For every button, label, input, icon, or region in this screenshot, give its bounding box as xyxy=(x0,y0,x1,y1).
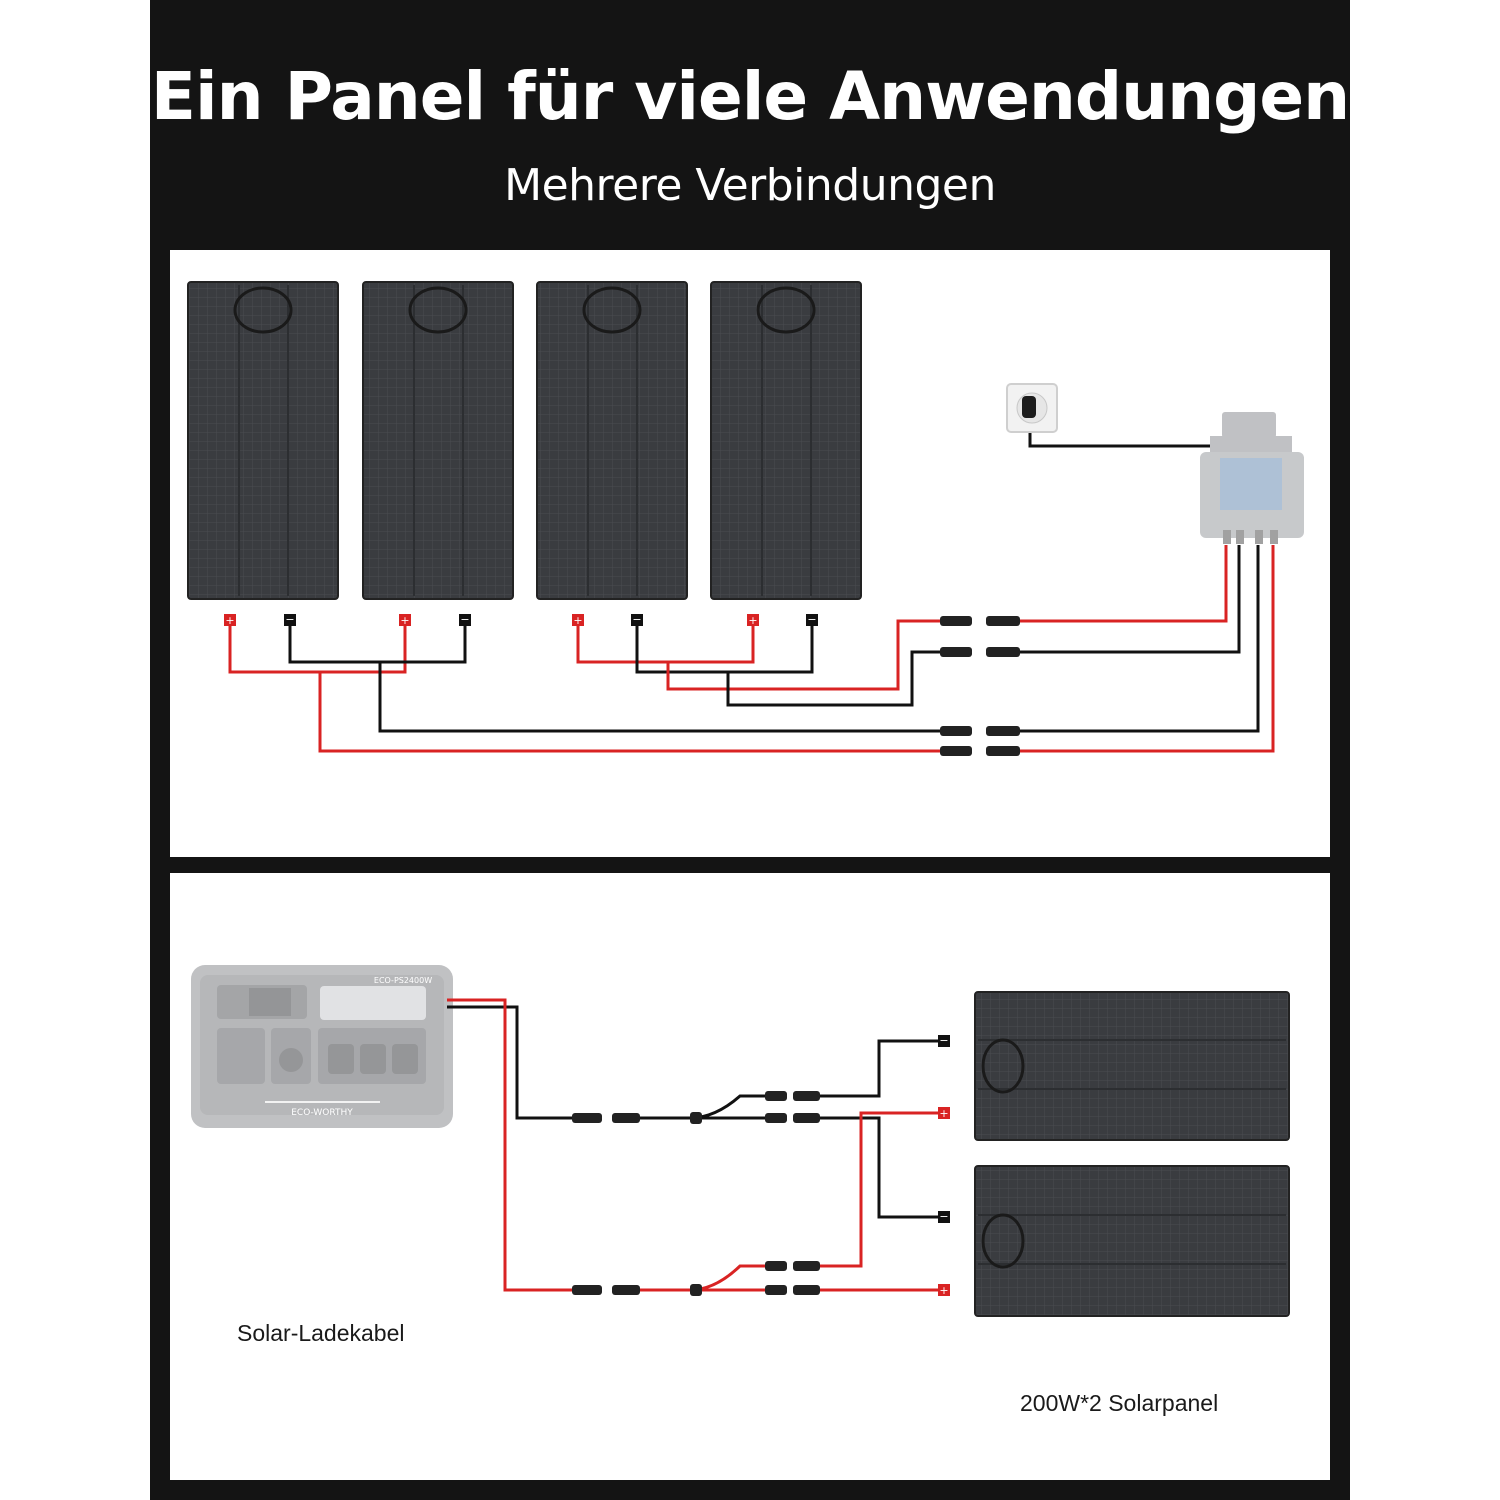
power-station xyxy=(191,965,453,1128)
solar-panel-1 xyxy=(187,281,339,600)
page-title: Ein Panel für viele Anwendungen xyxy=(150,58,1350,135)
terminal-label: − xyxy=(939,1210,948,1223)
terminal-label: + xyxy=(400,614,409,627)
terminal-label: + xyxy=(573,614,582,627)
terminal-label: − xyxy=(460,613,469,626)
top-terminals: + − + − + − + − xyxy=(224,613,818,627)
bottom-wires xyxy=(447,998,938,1292)
solar-panel-3 xyxy=(536,281,688,600)
terminal-label: − xyxy=(632,613,641,626)
terminal-label: + xyxy=(225,614,234,627)
solar-panels-label: 200W*2 Solarpanel xyxy=(1020,1390,1219,1416)
solar-panel-4 xyxy=(710,281,862,600)
terminal-label: − xyxy=(285,613,294,626)
top-mc4-connectors xyxy=(940,616,1020,756)
top-solar-panels xyxy=(187,281,862,600)
station-brand-label: ECO-WORTHY xyxy=(291,1108,353,1118)
terminal-label: + xyxy=(748,614,757,627)
station-model-label: ECO-PS2400W xyxy=(374,976,432,985)
terminal-label: − xyxy=(939,1034,948,1047)
top-wires xyxy=(228,430,1275,753)
solar-panel-2 xyxy=(362,281,514,600)
microinverter xyxy=(1200,412,1304,544)
wall-socket xyxy=(1006,383,1058,433)
terminal-label: + xyxy=(939,1284,948,1297)
bottom-mc4-connectors xyxy=(572,1091,820,1296)
terminal-label: + xyxy=(939,1107,948,1120)
bottom-terminals: − + − + xyxy=(938,1034,950,1297)
solar-cable-label: Solar-Ladekabel xyxy=(237,1320,405,1346)
solar-panel-200w-2 xyxy=(974,1165,1290,1317)
terminal-label: − xyxy=(807,613,816,626)
solar-panel-200w-1 xyxy=(974,991,1290,1141)
bottom-solar-panels xyxy=(974,991,1290,1317)
page-subtitle: Mehrere Verbindungen xyxy=(504,160,996,211)
